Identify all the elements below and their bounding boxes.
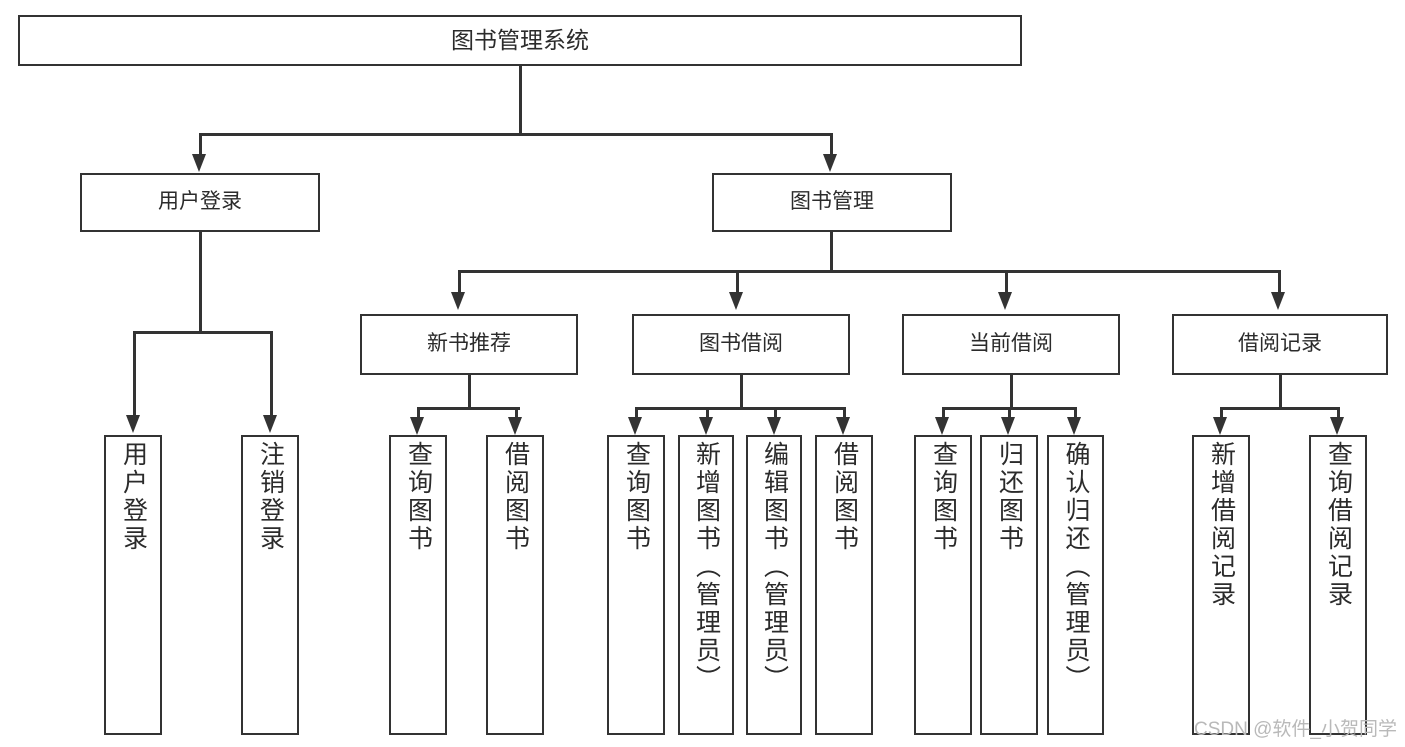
connector-current-borrow-branch-3 xyxy=(1074,407,1077,419)
connector-root-stem xyxy=(519,66,522,134)
leaf-record-add-record[interactable]: 新增借阅记录 xyxy=(1192,435,1250,735)
leaf-borrow-add-book-admin[interactable]: 新增图书（管理员） xyxy=(678,435,734,735)
node-label: 用户登录 xyxy=(119,441,148,553)
node-label: 查询图书 xyxy=(622,441,651,553)
node-label: 编辑图书（管理员） xyxy=(760,441,789,693)
node-book-management[interactable]: 图书管理 xyxy=(712,173,952,232)
arrowhead-to-current-borrow xyxy=(998,292,1012,310)
node-label: 借阅记录 xyxy=(1238,332,1322,356)
connector-user-login-branch-2 xyxy=(270,331,273,417)
leaf-new-book-query-book[interactable]: 查询图书 xyxy=(389,435,447,735)
node-label: 查询图书 xyxy=(404,441,433,553)
connector-borrow-record-branch-1 xyxy=(1220,407,1223,419)
connector-book-mgmt-branch-3 xyxy=(1005,270,1008,293)
leaf-borrow-query-book[interactable]: 查询图书 xyxy=(607,435,665,735)
connector-book-mgmt-bus xyxy=(458,270,1280,273)
arrowhead-user-login-leaf-1 xyxy=(126,415,140,433)
node-label: 图书管理 xyxy=(790,190,874,214)
arrowhead-book-borrow-leaf-1 xyxy=(628,417,642,435)
arrowhead-new-book-leaf-2 xyxy=(508,417,522,435)
arrowhead-to-user-login xyxy=(192,154,206,172)
leaf-current-return-book[interactable]: 归还图书 xyxy=(980,435,1038,735)
connector-new-book-branch-1 xyxy=(417,407,420,419)
node-user-login[interactable]: 用户登录 xyxy=(80,173,320,232)
arrowhead-current-borrow-leaf-2 xyxy=(1001,417,1015,435)
connector-current-borrow-branch-1 xyxy=(942,407,945,419)
node-new-book-recommend[interactable]: 新书推荐 xyxy=(360,314,578,375)
arrowhead-current-borrow-leaf-3 xyxy=(1067,417,1081,435)
node-label: 当前借阅 xyxy=(969,332,1053,356)
arrowhead-book-borrow-leaf-2 xyxy=(699,417,713,435)
node-label: 图书管理系统 xyxy=(451,26,589,53)
node-label: 借阅图书 xyxy=(830,441,859,553)
connector-book-borrow-bus xyxy=(635,407,845,410)
node-label: 确认归还（管理员） xyxy=(1062,441,1090,693)
leaf-borrow-edit-book-admin[interactable]: 编辑图书（管理员） xyxy=(746,435,802,735)
arrowhead-book-borrow-leaf-4 xyxy=(836,417,850,435)
connector-borrow-record-bus xyxy=(1220,407,1339,410)
arrowhead-borrow-record-leaf-2 xyxy=(1330,417,1344,435)
connector-book-borrow-stem xyxy=(740,375,743,409)
leaf-borrow-borrow-book[interactable]: 借阅图书 xyxy=(815,435,873,735)
connector-root-bus xyxy=(199,133,832,136)
connector-book-mgmt-branch-2 xyxy=(736,270,739,293)
leaf-current-confirm-return-admin[interactable]: 确认归还（管理员） xyxy=(1047,435,1104,735)
arrowhead-user-login-leaf-2 xyxy=(263,415,277,433)
connector-new-book-bus xyxy=(417,407,520,410)
node-label: 新书推荐 xyxy=(427,332,511,356)
connector-borrow-record-stem xyxy=(1279,375,1282,409)
connector-new-book-stem xyxy=(468,375,471,409)
leaf-new-book-borrow-book[interactable]: 借阅图书 xyxy=(486,435,544,735)
connector-user-login-stem xyxy=(199,232,202,333)
node-label: 新增图书（管理员） xyxy=(692,441,721,693)
node-label: 用户登录 xyxy=(158,190,242,214)
node-book-borrow[interactable]: 图书借阅 xyxy=(632,314,850,375)
connector-book-mgmt-branch-4 xyxy=(1278,270,1281,293)
node-borrow-record[interactable]: 借阅记录 xyxy=(1172,314,1388,375)
arrowhead-to-book-borrow xyxy=(729,292,743,310)
connector-new-book-branch-2 xyxy=(515,407,518,419)
arrowhead-to-book-mgmt xyxy=(823,154,837,172)
connector-book-borrow-branch-1 xyxy=(635,407,638,419)
leaf-record-query-record[interactable]: 查询借阅记录 xyxy=(1309,435,1367,735)
arrowhead-to-new-book-recommend xyxy=(451,292,465,310)
connector-current-borrow-stem xyxy=(1010,375,1013,409)
leaf-logout[interactable]: 注销登录 xyxy=(241,435,299,735)
arrowhead-new-book-leaf-1 xyxy=(410,417,424,435)
node-label: 注销登录 xyxy=(256,441,285,553)
connector-root-to-book-mgmt xyxy=(830,133,833,155)
connector-current-borrow-branch-2 xyxy=(1008,407,1011,419)
arrowhead-borrow-record-leaf-1 xyxy=(1213,417,1227,435)
leaf-user-login[interactable]: 用户登录 xyxy=(104,435,162,735)
node-current-borrow[interactable]: 当前借阅 xyxy=(902,314,1120,375)
arrowhead-to-borrow-record xyxy=(1271,292,1285,310)
leaf-current-query-book[interactable]: 查询图书 xyxy=(914,435,972,735)
node-label: 图书借阅 xyxy=(699,332,783,356)
node-label: 借阅图书 xyxy=(501,441,530,553)
node-label: 查询图书 xyxy=(929,441,958,553)
node-root-system[interactable]: 图书管理系统 xyxy=(18,15,1022,66)
node-label: 新增借阅记录 xyxy=(1207,441,1236,609)
connector-root-to-user-login xyxy=(199,133,202,155)
connector-book-borrow-branch-3 xyxy=(774,407,777,419)
connector-book-mgmt-stem xyxy=(830,232,833,272)
watermark: CSDN @软件_小贺同学 xyxy=(1194,719,1397,740)
connector-borrow-record-branch-2 xyxy=(1337,407,1340,419)
node-label: 查询借阅记录 xyxy=(1324,441,1353,609)
connector-user-login-branch-1 xyxy=(133,331,136,417)
connector-book-mgmt-branch-1 xyxy=(458,270,461,293)
connector-user-login-bus xyxy=(133,331,272,334)
node-label: 归还图书 xyxy=(995,441,1024,553)
connector-book-borrow-branch-4 xyxy=(843,407,846,419)
arrowhead-book-borrow-leaf-3 xyxy=(767,417,781,435)
connector-book-borrow-branch-2 xyxy=(706,407,709,419)
arrowhead-current-borrow-leaf-1 xyxy=(935,417,949,435)
